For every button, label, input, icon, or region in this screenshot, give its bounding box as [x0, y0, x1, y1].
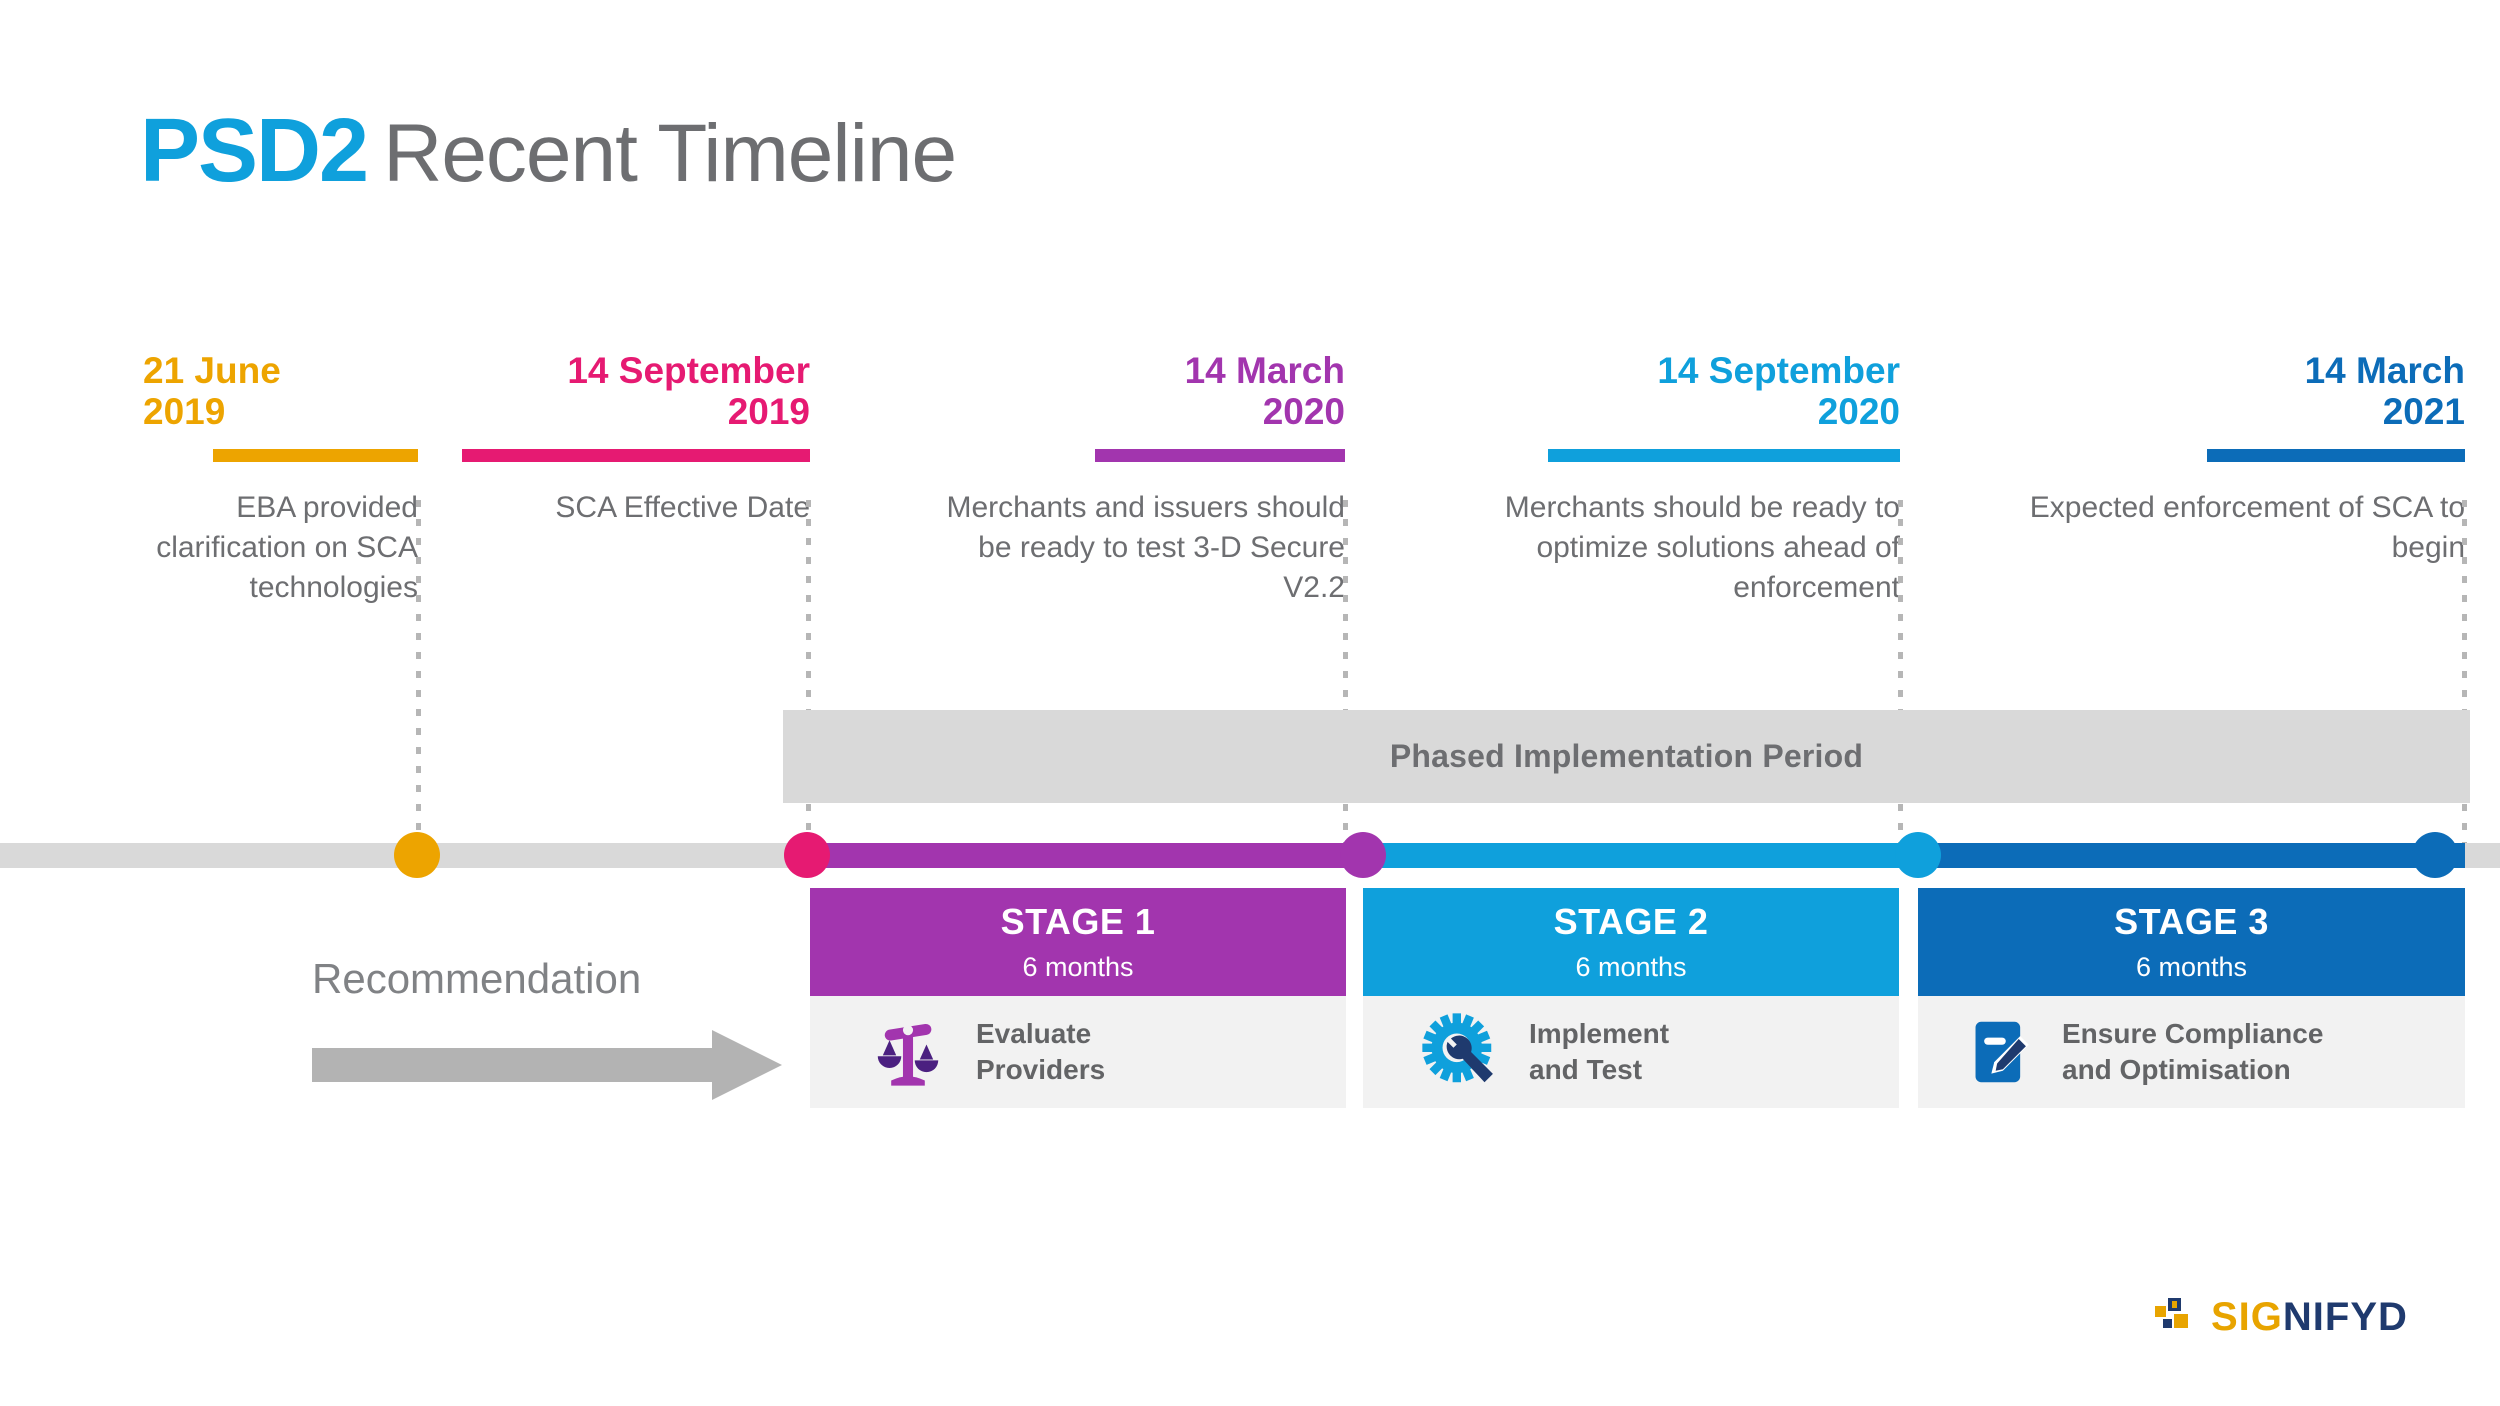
stage-card-1-header: STAGE 1 6 months: [810, 888, 1346, 996]
milestone-3-date: 14 March 2020: [1184, 350, 1345, 433]
axis-dot-milestone-5[interactable]: [2412, 832, 2458, 878]
milestone-5-description: Expected enforcement of SCA to begin: [2029, 490, 2465, 564]
milestone-1-connector: [416, 500, 421, 855]
recommendation-arrow-icon: [312, 1030, 782, 1100]
stage-card-3-header: STAGE 3 6 months: [1918, 888, 2465, 996]
milestone-4-date: 14 September 2020: [1657, 350, 1900, 433]
milestone-1-underline: [213, 448, 418, 462]
milestone-2-connector: [806, 500, 811, 855]
stage-card-2[interactable]: STAGE 2 6 months: [1363, 888, 1899, 1108]
milestone-4-connector: [1898, 500, 1903, 855]
milestone-1-date: 21 June 2019: [143, 350, 281, 433]
axis-segment-gray-end: [2465, 843, 2500, 868]
milestone-2-date: 14 September 2019: [567, 350, 810, 433]
phased-implementation-label: Phased Implementation Period: [1389, 738, 1864, 774]
stage-card-2-duration: 6 months: [1575, 952, 1687, 982]
document-pencil-icon: [1975, 1021, 2029, 1083]
title-subtitle: Recent Timeline: [383, 108, 957, 199]
stage-card-2-body: Implement and Test: [1363, 996, 1899, 1108]
stage-card-2-title: STAGE 2: [1553, 901, 1709, 942]
logo-word-part1: SIG: [2211, 1295, 2283, 1339]
axis-dot-milestone-4[interactable]: [1895, 832, 1941, 878]
milestone-5-connector: [2462, 500, 2467, 855]
stage-card-1-duration: 6 months: [1022, 952, 1134, 982]
signifyd-logo-wordmark: SIGNIFYD: [2211, 1295, 2408, 1340]
milestone-3: 14 March 2020 Merchants and issuers shou…: [915, 350, 1345, 608]
axis-dot-milestone-3[interactable]: [1340, 832, 1386, 878]
stage-card-3-body: Ensure Compliance and Optimisation: [1918, 996, 2465, 1108]
stage-card-3-action: Ensure Compliance and Optimisation: [2062, 1018, 2324, 1085]
stage-card-3-duration: 6 months: [2135, 952, 2248, 982]
signifyd-logo-mark-icon: [2155, 1297, 2188, 1328]
milestone-5-underline: [2207, 448, 2465, 462]
milestone-3-description: Merchants and issuers should be ready to…: [946, 490, 1345, 604]
milestone-4-description: Merchants should be ready to optimize so…: [1504, 490, 1900, 604]
signifyd-logo: SIGNIFYD: [2155, 1295, 2408, 1340]
milestone-1: 21 June 2019 EBA provided clarification …: [143, 350, 418, 608]
axis-segment-stage-3: [1918, 843, 2465, 868]
milestone-2: 14 September 2019 SCA Effective Date: [462, 350, 810, 528]
recommendation-label: Recommendation: [312, 955, 642, 1002]
title-brand: PSD2: [140, 101, 369, 201]
milestone-1-description: EBA provided clarification on SCA techno…: [156, 490, 418, 604]
milestone-2-underline: [462, 448, 810, 462]
axis-segment-stage-1: [810, 843, 1363, 868]
stage-card-3[interactable]: STAGE 3 6 months Ensure Compliance and O…: [1918, 888, 2465, 1108]
scales-icon: [877, 1023, 939, 1086]
stage-card-1-title: STAGE 1: [1000, 901, 1156, 942]
milestone-2-description: SCA Effective Date: [555, 490, 810, 524]
milestone-5: 14 March 2021 Expected enforcement of SC…: [1965, 350, 2465, 568]
stage-card-2-header: STAGE 2 6 months: [1363, 888, 1899, 996]
milestone-4-underline: [1548, 448, 1900, 462]
axis-dot-milestone-1[interactable]: [394, 832, 440, 878]
milestone-3-underline: [1095, 448, 1345, 462]
milestone-3-connector: [1343, 500, 1348, 855]
milestone-4: 14 September 2020 Merchants should be re…: [1400, 350, 1900, 608]
stage-card-2-action: Implement and Test: [1529, 1018, 1670, 1085]
axis-dot-milestone-2[interactable]: [784, 832, 830, 878]
gear-wrench-icon: [1422, 1013, 1493, 1083]
phased-implementation-band: Phased Implementation Period: [783, 710, 2470, 803]
axis-segment-stage-2: [1363, 843, 1918, 868]
logo-word-part2: NIFYD: [2282, 1295, 2408, 1339]
stage-card-1-body: Evaluate Providers: [810, 996, 1346, 1108]
milestone-5-date: 14 March 2021: [2304, 350, 2465, 433]
stage-card-1[interactable]: STAGE 1 6 months Evaluate Providers: [810, 888, 1346, 1108]
stage-card-3-title: STAGE 3: [2114, 901, 2269, 942]
stage-card-1-action: Evaluate Providers: [976, 1018, 1106, 1085]
